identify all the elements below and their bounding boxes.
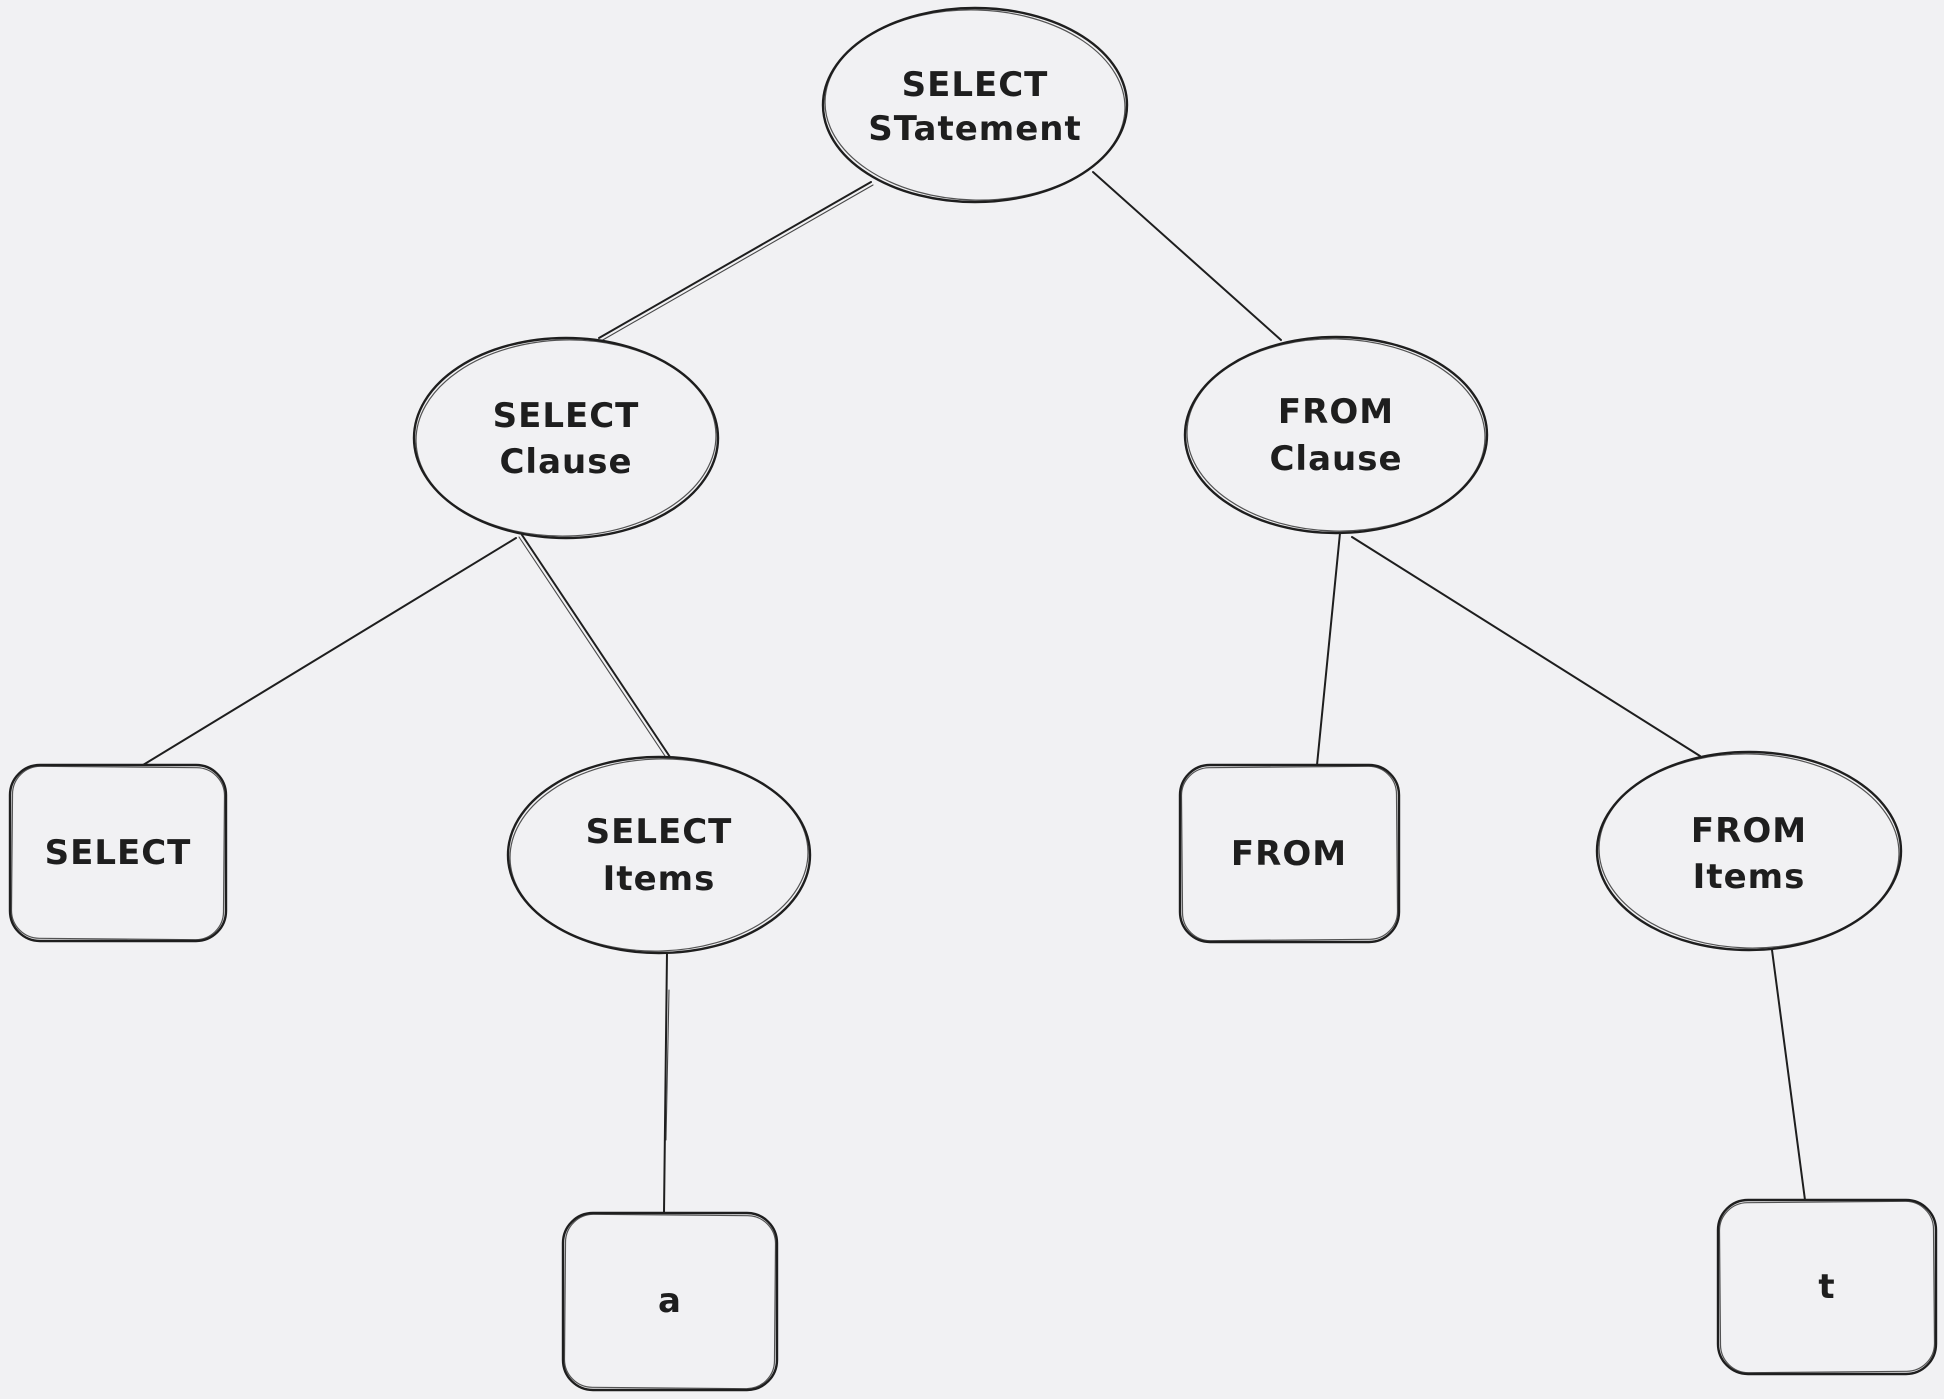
node-select-keyword: SELECT bbox=[8, 763, 228, 943]
select-items-ellipse-echo bbox=[509, 758, 809, 952]
node-select-items: SELECT Items bbox=[506, 755, 812, 955]
edge-select-clause-select-items bbox=[521, 534, 673, 761]
from-clause-ellipse bbox=[1183, 335, 1489, 535]
select-keyword-label: SELECT bbox=[45, 833, 192, 873]
edges bbox=[142, 171, 1806, 1214]
node-from-clause: FROM Clause bbox=[1183, 335, 1489, 535]
select-statement-label-line1: SELECT bbox=[902, 65, 1049, 105]
select-clause-label-line2: Clause bbox=[499, 442, 632, 482]
select-item-a-rect bbox=[561, 1211, 779, 1392]
from-keyword-rect-echo bbox=[1180, 765, 1399, 942]
edge-select-statement-from-clause bbox=[1092, 171, 1282, 341]
from-item-t-label: t bbox=[1818, 1267, 1835, 1307]
from-clause-ellipse-echo bbox=[1186, 338, 1486, 532]
edge-from-clause-from-items bbox=[1351, 536, 1701, 757]
edge-select-clause-select-keyword bbox=[142, 537, 517, 766]
edge-select-items-select-item-a-echo bbox=[665, 989, 670, 1141]
node-select-statement: SELECT STatement bbox=[821, 6, 1129, 204]
select-clause-ellipse bbox=[412, 336, 720, 540]
select-clause-ellipse-echo bbox=[415, 339, 717, 537]
from-keyword-rect bbox=[1178, 763, 1401, 944]
select-items-label-line1: SELECT bbox=[586, 812, 733, 852]
node-from-keyword: FROM bbox=[1178, 763, 1401, 944]
select-items-ellipse bbox=[506, 755, 812, 955]
edge-from-clause-from-keyword bbox=[1316, 532, 1341, 766]
select-item-a-rect-echo bbox=[563, 1213, 777, 1390]
node-from-item-t: t bbox=[1716, 1198, 1938, 1376]
select-items-label-line2: Items bbox=[603, 859, 716, 899]
from-keyword-label: FROM bbox=[1231, 834, 1347, 874]
node-select-clause: SELECT Clause bbox=[412, 336, 720, 540]
select-statement-ellipse-echo bbox=[824, 9, 1126, 201]
node-from-items: FROM Items bbox=[1595, 750, 1903, 952]
edge-select-statement-select-clause-echo bbox=[600, 184, 874, 342]
from-item-t-rect-echo bbox=[1718, 1200, 1936, 1374]
node-select-item-a: a bbox=[561, 1211, 779, 1392]
from-items-ellipse-echo bbox=[1598, 753, 1900, 949]
from-items-label-line1: FROM bbox=[1691, 811, 1807, 851]
edge-from-items-from-item-t bbox=[1771, 949, 1806, 1201]
edge-select-statement-select-clause bbox=[598, 181, 872, 339]
from-clause-label-line1: FROM bbox=[1278, 392, 1394, 432]
edge-select-clause-select-items-echo bbox=[518, 536, 670, 763]
from-item-t-rect bbox=[1716, 1198, 1938, 1376]
select-item-a-label: a bbox=[658, 1281, 682, 1321]
edge-select-items-select-item-a bbox=[663, 951, 668, 1214]
from-items-label-line2: Items bbox=[1693, 857, 1806, 897]
select-statement-ellipse bbox=[821, 6, 1129, 204]
from-clause-label-line2: Clause bbox=[1269, 439, 1402, 479]
select-keyword-rect bbox=[8, 763, 228, 943]
select-keyword-rect-echo bbox=[10, 765, 226, 941]
select-clause-label-line1: SELECT bbox=[493, 396, 640, 436]
from-items-ellipse bbox=[1595, 750, 1903, 952]
select-statement-label-line2: STatement bbox=[868, 109, 1082, 149]
